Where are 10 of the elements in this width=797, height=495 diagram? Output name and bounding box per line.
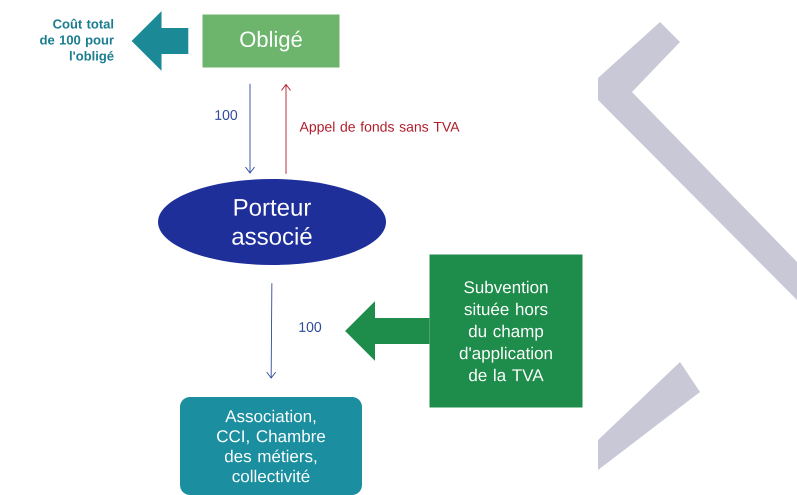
arrow — [281, 84, 291, 174]
arrow — [266, 282, 276, 379]
process-box: Association, CCI, Chambre des métiers, collectivité — [180, 397, 362, 495]
callout-text: Coût total de 100 pour l'obligé — [40, 18, 114, 64]
arrow — [245, 83, 255, 174]
edge-label: Appel de fonds sans TVA — [300, 121, 460, 135]
edge-label: 100 — [215, 110, 238, 120]
process-box: Obligé — [202, 14, 340, 68]
process-box: Subvention située hors du champ d'application de la TVA — [430, 254, 582, 408]
edge-label: 100 — [299, 322, 322, 332]
